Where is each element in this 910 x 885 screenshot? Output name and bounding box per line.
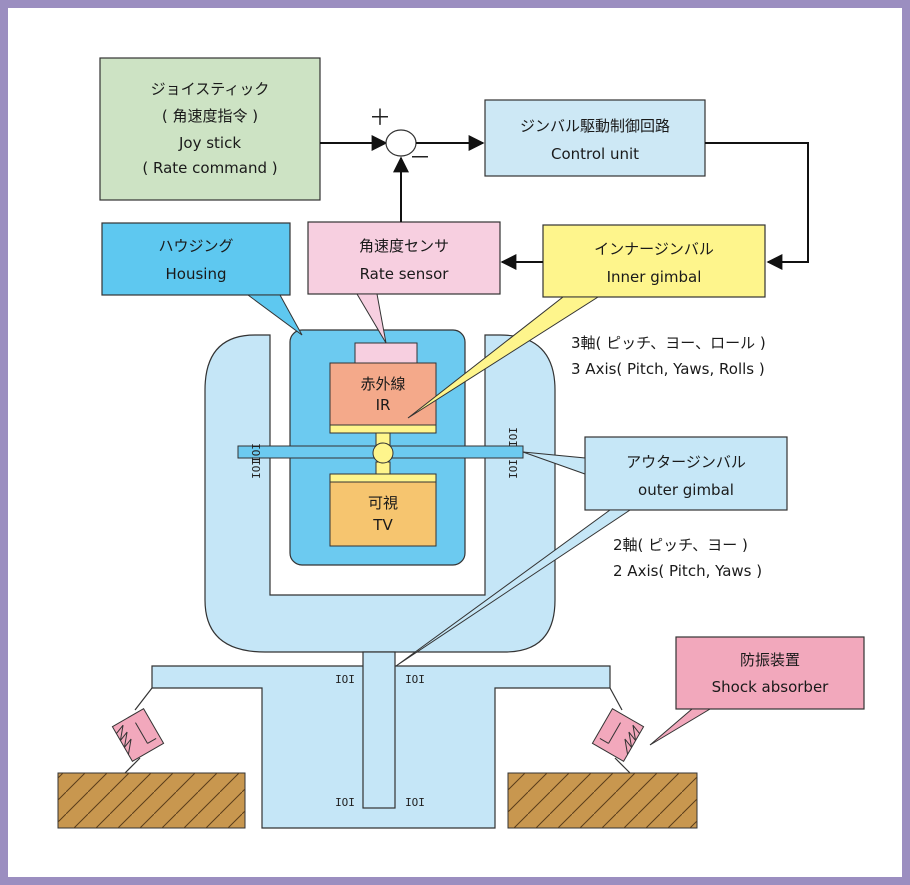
rate-sensor-callout — [356, 293, 387, 344]
center-shaft — [362, 651, 396, 809]
inner-axes-en: 3 Axis( Pitch, Yaws, Rolls ) — [571, 360, 765, 378]
shock-absorber-callout — [649, 708, 712, 746]
joystick-label-en-sub: ( Rate command ) — [142, 159, 277, 177]
tv-label-en: TV — [372, 516, 393, 534]
bearing-left-lower: IOI — [249, 459, 262, 479]
outer-gimbal-callout-bar — [522, 451, 586, 475]
rate-sensor-label-ja: 角速度センサ — [359, 237, 449, 255]
joystick-label-ja: ジョイスティック — [151, 80, 270, 98]
joystick-label-en: Joy stick — [178, 134, 241, 152]
inner-gimbal-callout — [407, 296, 600, 419]
bearing-right-lower: IOI — [506, 459, 519, 479]
control-unit-label-en: Control unit — [551, 145, 639, 163]
bearing-shaft-top-right: IOI — [405, 673, 425, 686]
ir-label-en: IR — [376, 396, 391, 414]
outer-gimbal-box — [584, 436, 788, 511]
housing-label-box — [101, 222, 291, 296]
inner-gimbal-yoke-top — [329, 424, 437, 434]
outer-axes-ja: 2軸( ピッチ、ヨー ) — [613, 536, 748, 554]
tv-camera — [329, 481, 437, 547]
bearing-shaft-top-left: IOI — [335, 673, 355, 686]
outer-axes-en: 2 Axis( Pitch, Yaws ) — [613, 562, 762, 580]
shock-absorber-label-en: Shock absorber — [712, 678, 830, 696]
bearing-right-upper: IOI — [506, 427, 519, 447]
plus-sign: ＋ — [369, 106, 391, 131]
inner-axes-ja: 3軸( ピッチ、ヨー、ロール ) — [571, 334, 766, 352]
ir-camera — [329, 362, 437, 426]
tv-label-ja: 可視 — [368, 494, 398, 512]
inner-gimbal-box — [542, 224, 766, 298]
housing-body — [204, 334, 556, 653]
inner-gimbal-yoke-bottom — [329, 473, 437, 483]
rate-sensor-box — [307, 221, 501, 295]
housing-label-en: Housing — [166, 265, 227, 283]
ground-right — [507, 772, 698, 829]
inner-gimbal-label-ja: インナージンバル — [594, 240, 714, 258]
outer-gimbal-label-en: outer gimbal — [638, 481, 734, 499]
joystick-box — [99, 57, 321, 201]
shock-absorber-right — [591, 687, 645, 774]
arrow-control-to-inner-gimbal — [705, 142, 809, 270]
bearing-shaft-bottom-right: IOI — [405, 796, 425, 809]
ground-left — [57, 772, 246, 829]
shock-absorber-box — [675, 636, 865, 710]
bearing-shaft-bottom-left: IOI — [335, 796, 355, 809]
rate-sensor-label-en: Rate sensor — [360, 265, 450, 283]
ir-label-ja: 赤外線 — [360, 375, 405, 393]
bearing-left-upper: IOI — [249, 443, 262, 463]
outer-gimbal-callout-shaft — [395, 509, 632, 667]
joystick-label-ja-sub: ( 角速度指令 ) — [162, 107, 258, 125]
housing-callout — [246, 294, 303, 336]
shock-absorber-left — [111, 687, 165, 774]
inner-gimbal-label-en: Inner gimbal — [607, 268, 702, 286]
minus-sign: － — [409, 146, 431, 171]
outer-gimbal-label-ja: アウタージンバル — [626, 453, 746, 471]
control-unit-label-ja: ジンバル駆動制御回路 — [520, 117, 670, 135]
control-unit-box — [484, 99, 706, 177]
shock-absorber-label-ja: 防振装置 — [740, 651, 800, 669]
rate-sensor-block — [354, 342, 418, 364]
gimbal-pivot — [372, 442, 394, 464]
inner-gimbal-stem-bottom — [375, 461, 391, 475]
housing-label-ja: ハウジング — [158, 237, 233, 255]
